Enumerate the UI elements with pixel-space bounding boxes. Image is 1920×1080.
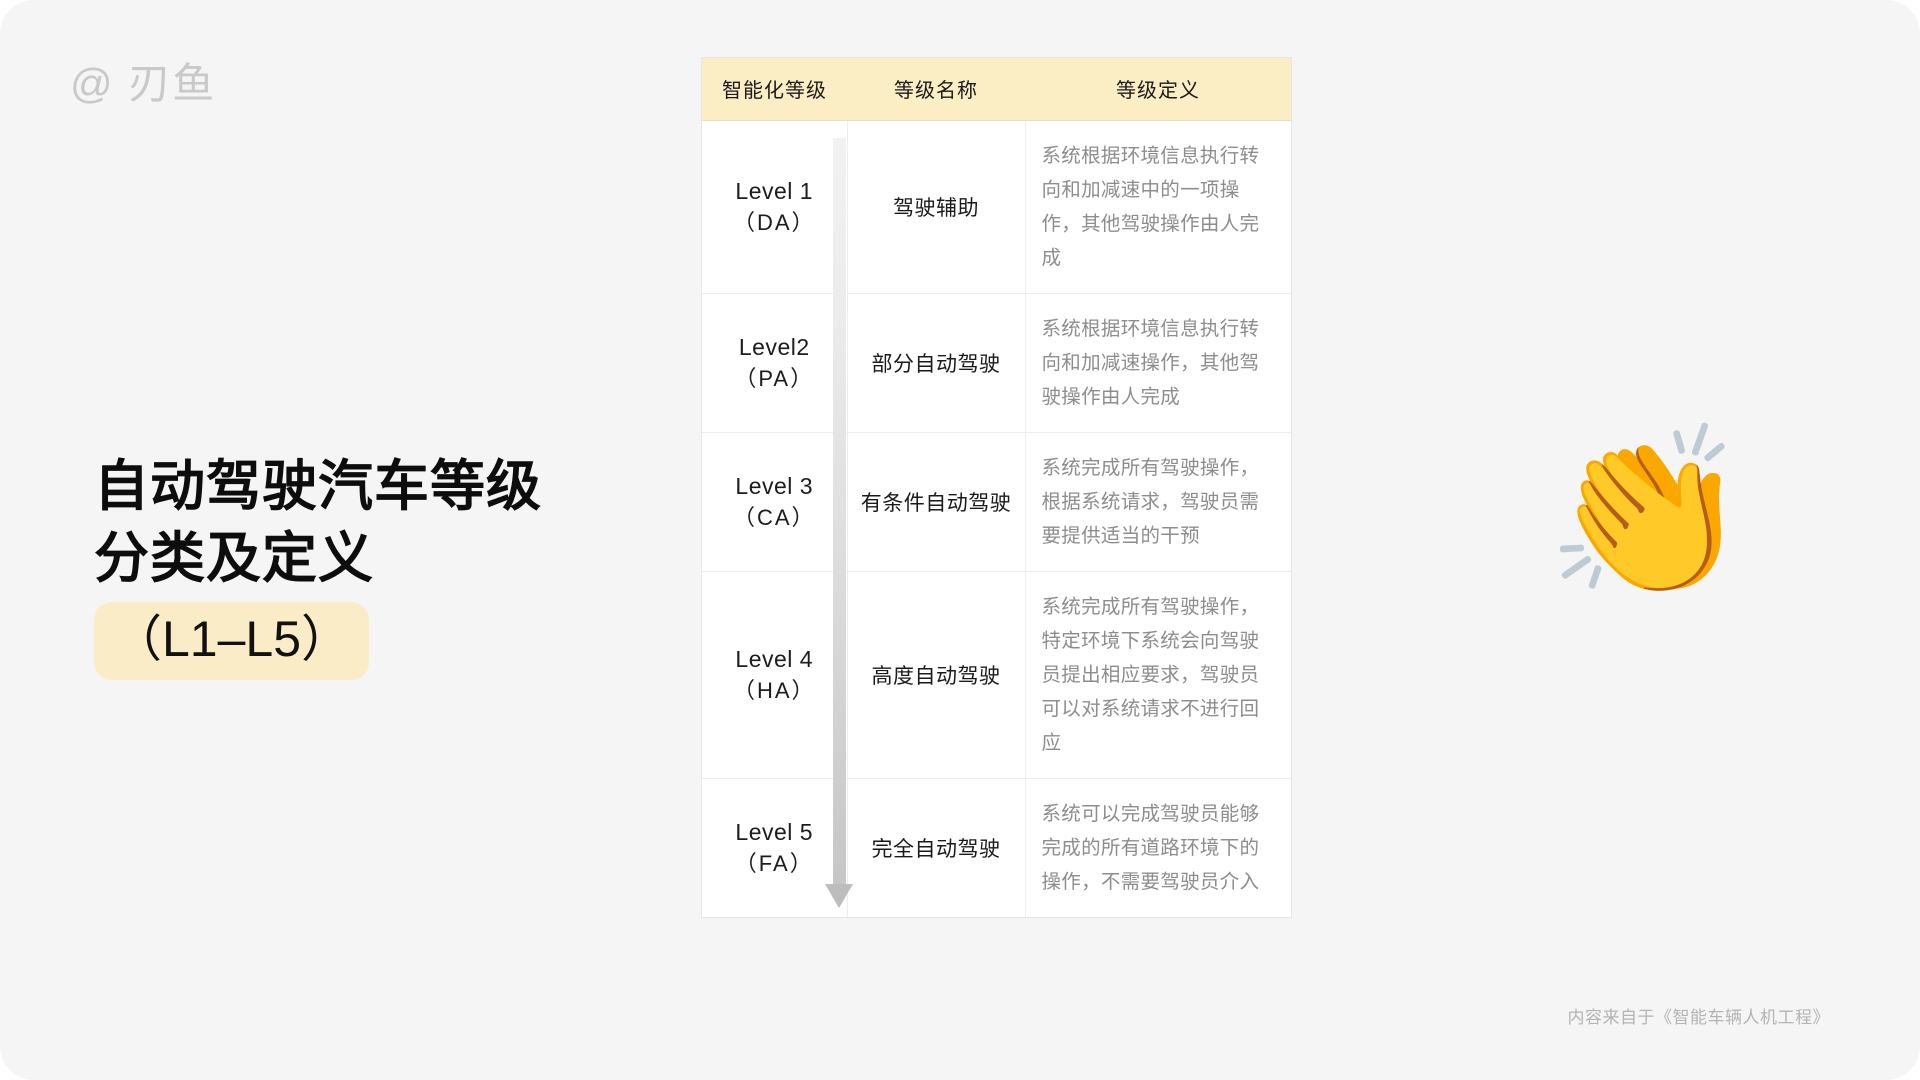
level-label: Level 4 [735, 646, 814, 672]
level-abbreviation: （HA） [732, 678, 816, 703]
title-block: 自动驾驶汽车等级 分类及定义 （L1–L5） [94, 450, 564, 680]
level-label: Level 3 [735, 473, 814, 499]
level-abbreviation: （FA） [734, 851, 814, 876]
watermark-label: @ 刃鱼 [70, 60, 217, 107]
title-range-badge: （L1–L5） [94, 602, 370, 680]
table-header: 智能化等级 等级名称 等级定义 [702, 58, 1291, 121]
level-name-cell: 完全自动驾驶 [846, 778, 1025, 917]
level-name-cell: 有条件自动驾驶 [846, 432, 1025, 572]
level-label: Level 5 [735, 819, 814, 845]
level-label: Level 1 [735, 178, 814, 204]
column-header-name: 等级名称 [847, 58, 1025, 121]
page-title-line-2: 分类及定义 [94, 527, 375, 589]
column-header-definition: 等级定义 [1025, 58, 1291, 121]
table-row: Level 5 （FA） 完全自动驾驶系统可以完成驾驶员能够完成的所有道路环境下的操… [702, 778, 1291, 917]
level-definition-cell: 系统完成所有驾驶操作，特定环境下系统会向驾驶员提出相应要求，驾驶员可以对系统请求… [1024, 571, 1291, 779]
levels-table-card: 智能化等级 等级名称 等级定义 Level 1 （DA） 驾驶辅助系统根据环境信息执… [701, 57, 1292, 918]
table-header-row: 智能化等级 等级名称 等级定义 [702, 58, 1291, 121]
level-abbreviation: （DA） [732, 210, 816, 235]
table-row: Level 3 （CA） 有条件自动驾驶系统完成所有驾驶操作，根据系统请求，驾驶员需… [702, 432, 1291, 572]
level-label: Level2 [738, 334, 810, 360]
level-cell: Level 5 （FA） [702, 778, 847, 917]
source-credit: 内容来自于《智能车辆人机工程》 [1567, 1008, 1830, 1027]
level-cell: Level2 （PA） [702, 293, 847, 433]
level-definition-cell: 系统完成所有驾驶操作，根据系统请求，驾驶员需要提供适当的干预 [1024, 432, 1291, 572]
clapping-hands-emoji: 👏 [1545, 420, 1751, 604]
autonomy-levels-table: 智能化等级 等级名称 等级定义 Level 1 （DA） 驾驶辅助系统根据环境信息执… [702, 58, 1291, 917]
level-definition-cell: 系统根据环境信息执行转向和加减速中的一项操作，其他驾驶操作由人完成 [1024, 120, 1291, 294]
table-row: Level2 （PA） 部分自动驾驶系统根据环境信息执行转向和加减速操作，其他驾驶操… [702, 293, 1291, 433]
level-abbreviation: （PA） [734, 366, 815, 391]
table-row: Level 4 （HA） 高度自动驾驶系统完成所有驾驶操作，特定环境下系统会向驾驶员… [702, 571, 1291, 779]
level-cell: Level 1 （DA） [702, 120, 847, 294]
level-definition-cell: 系统根据环境信息执行转向和加减速操作，其他驾驶操作由人完成 [1024, 293, 1291, 433]
table-row: Level 1 （DA） 驾驶辅助系统根据环境信息执行转向和加减速中的一项操作，其他… [702, 120, 1291, 294]
column-header-level: 智能化等级 [702, 58, 847, 121]
page-title-line-1: 自动驾驶汽车等级 [94, 455, 543, 517]
level-name-cell: 高度自动驾驶 [846, 571, 1025, 779]
level-cell: Level 3 （CA） [702, 432, 847, 572]
level-name-cell: 驾驶辅助 [846, 120, 1025, 294]
level-definition-cell: 系统可以完成驾驶员能够完成的所有道路环境下的操作，不需要驾驶员介入 [1024, 778, 1291, 917]
level-name-cell: 部分自动驾驶 [846, 293, 1025, 433]
level-cell: Level 4 （HA） [702, 571, 847, 779]
title-pill-wrapper: （L1–L5） [94, 602, 564, 680]
level-abbreviation: （CA） [732, 505, 816, 530]
table-body: Level 1 （DA） 驾驶辅助系统根据环境信息执行转向和加减速中的一项操作，其他… [702, 120, 1291, 917]
